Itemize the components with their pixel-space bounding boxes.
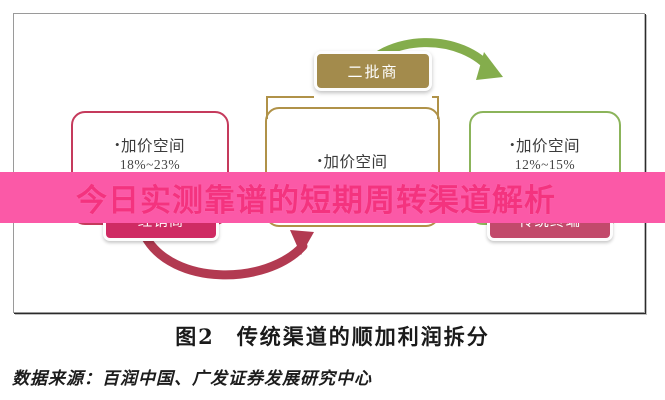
caption-number: 图2 — [175, 324, 215, 349]
tier-bullet-secondary-wholesaler: •加价空间 — [317, 153, 388, 171]
caption-title: 传统渠道的顺加利润拆分 — [236, 324, 490, 349]
bullet-dot-icon: • — [509, 137, 516, 152]
bullet-dot-icon: • — [317, 153, 323, 168]
watermark-text: 今日实测靠谱的短期周转渠道解析 — [76, 183, 556, 219]
bullet-dot-icon: • — [114, 137, 121, 152]
figure-caption: 图2 传统渠道的顺加利润拆分 — [0, 321, 665, 351]
tier-text-distributor: •加价空间 18%~23% — [73, 135, 227, 174]
watermark-banner: 今日实测靠谱的短期周转渠道解析 — [0, 172, 665, 223]
tier-text-traditional-terminal: •加价空间 12%~15% — [471, 135, 619, 174]
tier-range-distributor: 18%~23% — [119, 157, 181, 172]
diagram-canvas: •加价空间 18%~23% 经销商 •加价空间 8%~15% 二批商 •加价空间… — [14, 14, 646, 314]
tier-bullet-distributor: •加价空间 — [114, 137, 186, 155]
figure-frame: •加价空间 18%~23% 经销商 •加价空间 8%~15% 二批商 •加价空间… — [13, 13, 645, 313]
tier-bullet-traditional-terminal: •加价空间 — [509, 137, 581, 155]
tier-range-traditional-terminal: 12%~15% — [514, 157, 576, 172]
tier-chip-secondary-wholesaler[interactable]: 二批商 — [314, 51, 432, 91]
source-line: 数据来源：百润中国、广发证券发展研究中心 — [12, 369, 372, 389]
tier-box-distributor[interactable]: •加价空间 18%~23% — [71, 111, 229, 225]
